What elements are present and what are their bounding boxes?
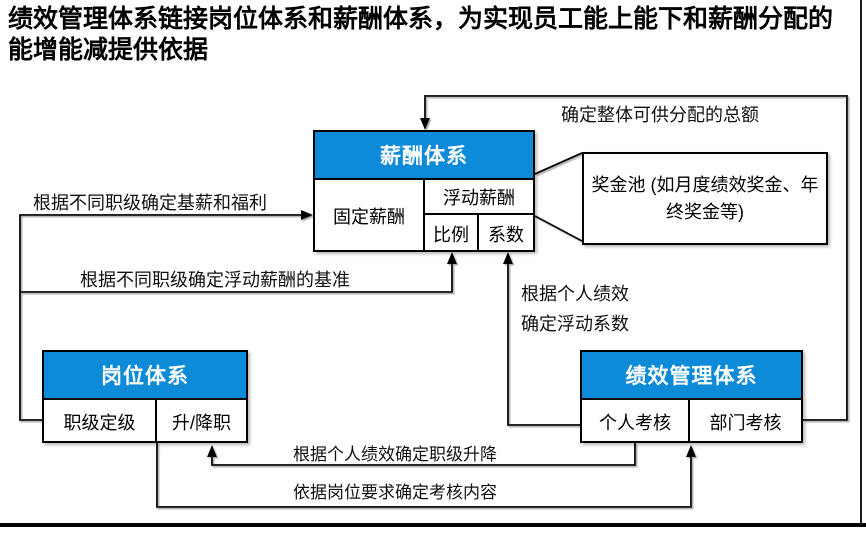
- label-floating-base: 根据不同职级确定浮动薪酬的基准: [80, 270, 350, 290]
- label-personal-performance-line1: 根据个人绩效: [521, 284, 629, 304]
- position-system-header: 岗位体系: [44, 352, 246, 400]
- label-assessment-content: 依据岗位要求确定考核内容: [293, 483, 497, 502]
- performance-system-box: 绩效管理体系 个人考核 部门考核: [580, 350, 803, 443]
- personal-assessment-cell: 个人考核: [582, 400, 690, 443]
- slide-title: 绩效管理体系链接岗位体系和薪酬体系，为实现员工能上能下和薪酬分配的能增能减提供依…: [8, 5, 834, 64]
- bonus-pool-text: 奖金池 (如月度绩效奖金、年终奖金等): [591, 174, 819, 222]
- position-system-body: 职级定级 升/降职: [44, 400, 246, 443]
- label-personal-performance-line2: 确定浮动系数: [521, 314, 629, 334]
- fixed-pay-cell: 固定薪酬: [315, 180, 425, 252]
- floating-pay-cell: 浮动薪酬: [425, 180, 533, 215]
- connector-funnel-bottom: [534, 215, 583, 242]
- position-system-box: 岗位体系 职级定级 升/降职: [42, 350, 248, 443]
- page-bottom-border: [0, 523, 866, 527]
- rank-grading-cell: 职级定级: [44, 400, 157, 443]
- label-promotion: 根据个人绩效确定职级升降: [293, 445, 497, 464]
- coefficient-cell: 系数: [488, 224, 524, 245]
- performance-system-body: 个人考核 部门考核: [582, 400, 801, 443]
- connector-funnel-top: [534, 152, 583, 175]
- salary-system-body: 固定薪酬 浮动薪酬 比例 系数: [315, 180, 533, 252]
- promotion-demotion-cell: 升/降职: [171, 412, 231, 433]
- salary-system-box: 薪酬体系 固定薪酬 浮动薪酬 比例 系数: [313, 130, 535, 252]
- ratio-coefficient-row: 比例 系数: [425, 215, 533, 252]
- salary-system-header: 薪酬体系: [315, 132, 533, 180]
- label-base-salary: 根据不同职级确定基薪和福利: [33, 193, 267, 213]
- floating-pay-column: 浮动薪酬 比例 系数: [425, 180, 533, 252]
- bonus-pool-box: 奖金池 (如月度绩效奖金、年终奖金等): [582, 152, 828, 245]
- page-right-border: [860, 0, 862, 527]
- department-assessment-cell: 部门考核: [709, 412, 782, 433]
- performance-system-header: 绩效管理体系: [582, 352, 801, 400]
- ratio-cell: 比例: [425, 215, 479, 252]
- label-total-pool: 确定整体可供分配的总额: [561, 105, 759, 125]
